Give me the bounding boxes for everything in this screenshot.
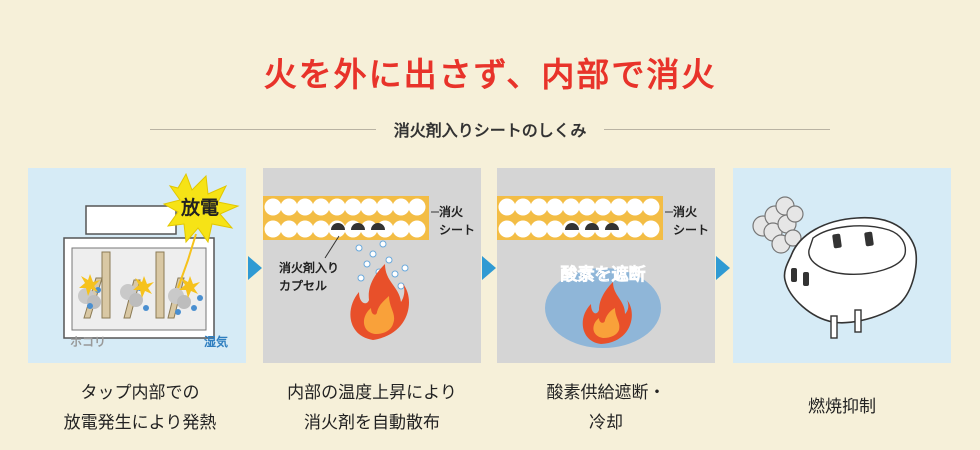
sheet-cell: [360, 220, 378, 238]
caption-line: 消火剤を自動散布: [304, 413, 440, 433]
subtitle-row: 消火剤入りシートのしくみ: [150, 116, 831, 142]
smoke-icon: [752, 196, 804, 254]
sheet-cell: [280, 220, 298, 238]
panel-capsule: 消火 シート 消火剤入り カプセル: [263, 168, 481, 363]
panel-discharge: 放電 ホコリ 湿気: [28, 168, 246, 363]
subtitle: 消火剤入りシートのしくみ: [393, 121, 587, 140]
divider-left: [150, 128, 376, 130]
flame-icon: [350, 264, 410, 340]
sheet-cell: [562, 198, 580, 216]
capsule-leader: [324, 235, 340, 259]
caption-line: 内部の温度上昇により: [287, 383, 457, 403]
caption-step-1: タップ内部での 放電発生により発熱: [25, 378, 255, 438]
spark-icons: [79, 274, 200, 298]
sheet-cell: [642, 198, 660, 216]
sheet-cell: [594, 198, 612, 216]
sheet-cell: [296, 198, 314, 216]
outlet-adapter-icon: [783, 216, 918, 339]
sheet-cell: [626, 220, 644, 238]
sheet-cell: [594, 220, 612, 238]
sheet-cell: [546, 198, 564, 216]
sheet-cell: [280, 198, 298, 216]
capsule-icons: [331, 223, 385, 230]
caption-step-4: 燃焼抑制: [727, 392, 957, 422]
caption-line: 燃焼抑制: [808, 397, 876, 417]
sheet-cell: [642, 220, 660, 238]
dust-label: ホコリ: [70, 335, 106, 349]
sheet-cell: [408, 198, 426, 216]
moisture-label: 湿気: [204, 334, 228, 349]
caption-line: 放電発生により発熱: [63, 413, 217, 433]
capsule-icons: [565, 223, 619, 230]
lightning-line: [177, 233, 197, 289]
sheet-cell: [264, 220, 282, 238]
sheet-cell: [514, 198, 532, 216]
caption-line: タップ内部での: [80, 383, 200, 403]
caption-line: 冷却: [589, 413, 623, 433]
sheet-cell: [392, 198, 410, 216]
caption-step-3: 酸素供給遮断・ 冷却: [491, 378, 721, 438]
sheet-cell: [530, 198, 548, 216]
sheet-cell: [578, 198, 596, 216]
sheet-cell: [312, 220, 330, 238]
panel-oxygen: 消火 シート 酸素を遮断: [497, 168, 715, 363]
caption-step-2: 内部の温度上昇により 消火剤を自動散布: [257, 378, 487, 438]
sheet-cell: [408, 220, 426, 238]
oxygen-label: 酸素を遮断: [561, 264, 646, 285]
sheet-cell: [546, 220, 564, 238]
sheet-label-1: 消火: [439, 204, 464, 219]
capsule-label-1: 消火剤入り: [279, 260, 339, 275]
sheet-cell: [392, 220, 410, 238]
sheet-cell: [498, 198, 516, 216]
sheet-label-2: シート: [673, 223, 709, 237]
sheet-cell: [296, 220, 314, 238]
sheet-cell: [498, 220, 516, 238]
arrow-right-icon: [482, 256, 496, 280]
discharge-burst-icon: [162, 172, 240, 244]
panel-suppressed: [733, 168, 951, 363]
page-title: 火を外に出さず、内部で消火: [263, 55, 717, 94]
divider-right: [604, 128, 831, 130]
sheet-label-2: シート: [439, 223, 475, 237]
sheet-cell: [514, 220, 532, 238]
flame-icon: [582, 282, 632, 344]
sheet-cell: [344, 198, 362, 216]
sheet-cell: [264, 198, 282, 216]
moisture-dots: [87, 285, 203, 315]
arrow-right-icon: [716, 256, 730, 280]
sheet-cell: [376, 198, 394, 216]
capsule-label-2: カプセル: [279, 278, 327, 293]
sheet-cell: [328, 198, 346, 216]
sheet-cell: [360, 198, 378, 216]
dust-icons: [78, 284, 191, 309]
sheet-cell: [626, 198, 644, 216]
sheet-label-1: 消火: [673, 204, 698, 219]
sheet-cell: [312, 198, 330, 216]
plug-body: [85, 205, 177, 235]
arrow-right-icon: [248, 256, 262, 280]
burst-label: 放電: [180, 196, 219, 219]
sheet-cell: [530, 220, 548, 238]
sheet-cells: [264, 198, 426, 238]
caption-line: 酸素供給遮断・: [546, 383, 666, 403]
sheet-cell: [610, 198, 628, 216]
